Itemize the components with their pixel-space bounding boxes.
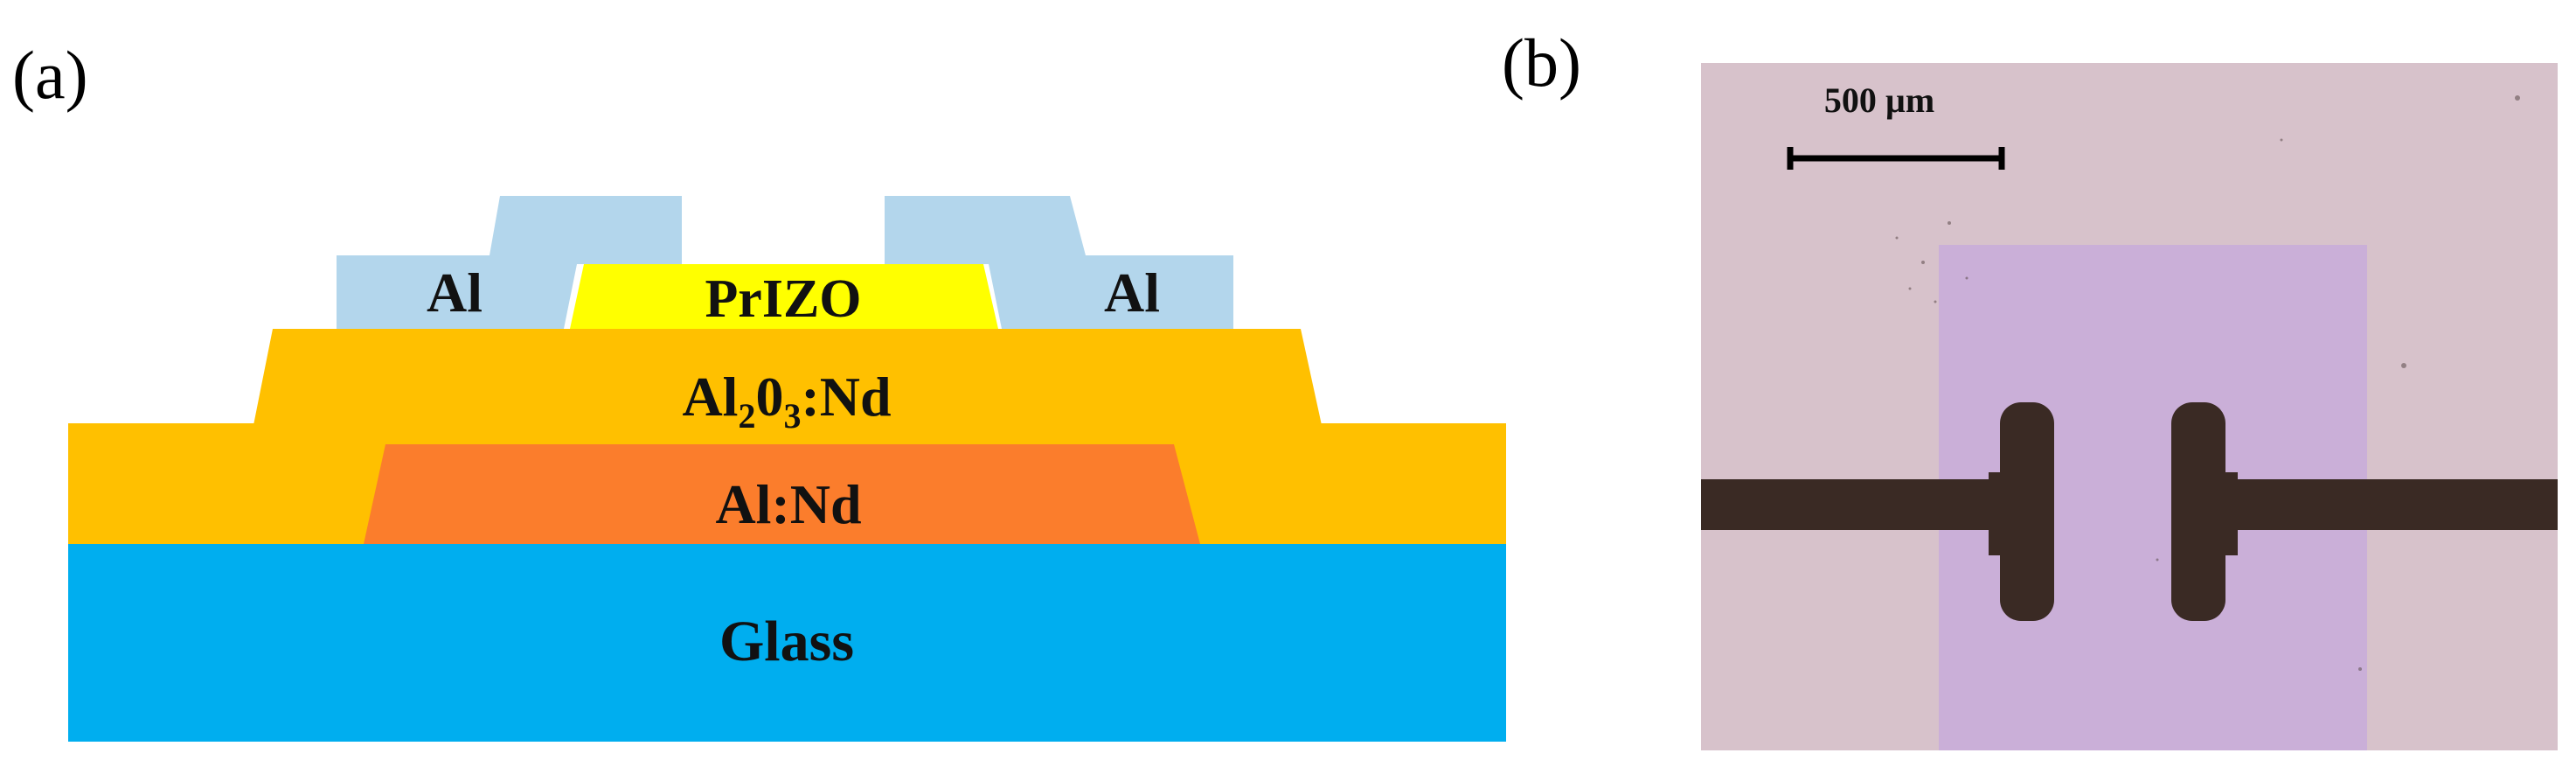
right-electrode-neck (2203, 472, 2238, 555)
dielectric-upper-layer (253, 329, 1322, 425)
panel-b-label: (b) (1502, 24, 1581, 101)
dielectric-label: Al203:Nd (682, 366, 891, 436)
panel-a: (a) Glass Al:Nd Al203:Nd Al Al PrIZO (12, 37, 1506, 742)
panel-b: (b) (1502, 24, 2558, 750)
right-electrode-pad (2171, 402, 2225, 621)
scale-bar (1787, 147, 2005, 170)
drain-label: Al (1104, 261, 1160, 324)
left-electrode-pad (2000, 402, 2054, 621)
scale-bar-label: 500 µm (1824, 80, 1934, 120)
drain-electrode-shape (885, 196, 1233, 329)
right-electrode-line (2203, 479, 2558, 530)
left-electrode-neck (1989, 472, 2024, 555)
semiconductor-label: PrIZO (705, 269, 861, 329)
gate-layer (364, 444, 1200, 544)
left-electrode-line (1701, 479, 2007, 530)
speckles (1895, 95, 2520, 671)
gate-label: Al:Nd (715, 473, 861, 535)
source-label: Al (427, 261, 483, 324)
panel-a-label: (a) (12, 37, 88, 113)
semiconductor-layer (570, 264, 998, 329)
glass-label: Glass (719, 610, 854, 673)
glass-layer (68, 544, 1506, 742)
source-electrode-shape (337, 196, 682, 329)
